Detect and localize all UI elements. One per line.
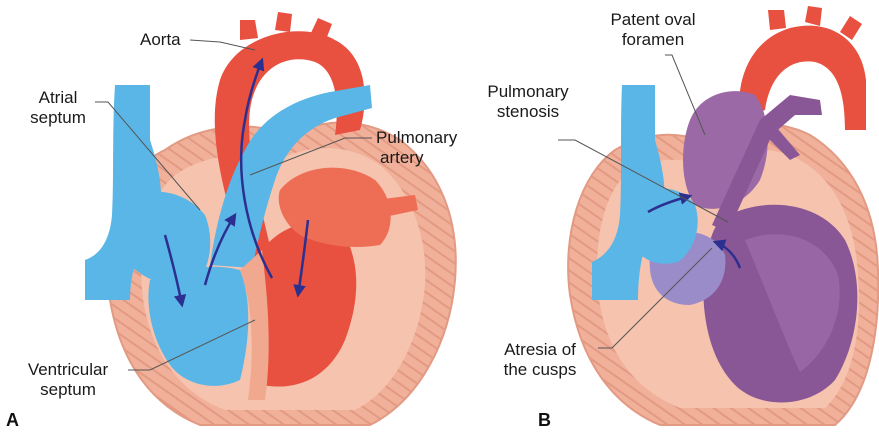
label-ventricular-septum-line1: Ventricular: [8, 360, 128, 380]
label-patent-oval-foramen-line1: Patent oval: [598, 10, 708, 30]
label-ventricular-septum: Ventricular septum: [8, 360, 128, 400]
panel-label-b: B: [538, 410, 551, 431]
label-atresia-line1: Atresia of: [485, 340, 595, 360]
label-ventricular-septum-line2: septum: [8, 380, 128, 400]
label-patent-oval-foramen: Patent oval foramen: [598, 10, 708, 50]
label-aorta: Aorta: [140, 30, 181, 50]
label-pulmonary-stenosis-line1: Pulmonary: [478, 82, 578, 102]
label-atresia-line2: the cusps: [485, 360, 595, 380]
label-patent-oval-foramen-line2: foramen: [598, 30, 708, 50]
label-atrial-septum: Atrial septum: [18, 88, 98, 128]
label-atresia-of-cusps: Atresia of the cusps: [485, 340, 595, 380]
label-atrial-septum-line2: septum: [18, 108, 98, 128]
label-pulmonary-stenosis-line2: stenosis: [478, 102, 578, 122]
label-pulmonary-artery-line2: artery: [376, 148, 457, 168]
defect-heart: [558, 6, 878, 425]
label-pulmonary-artery: Pulmonary artery: [376, 128, 457, 168]
label-pulmonary-stenosis: Pulmonary stenosis: [478, 82, 578, 122]
label-pulmonary-artery-line1: Pulmonary: [376, 128, 457, 148]
panel-label-a: A: [6, 410, 19, 431]
normal-heart: [85, 12, 456, 425]
label-atrial-septum-line1: Atrial: [18, 88, 98, 108]
